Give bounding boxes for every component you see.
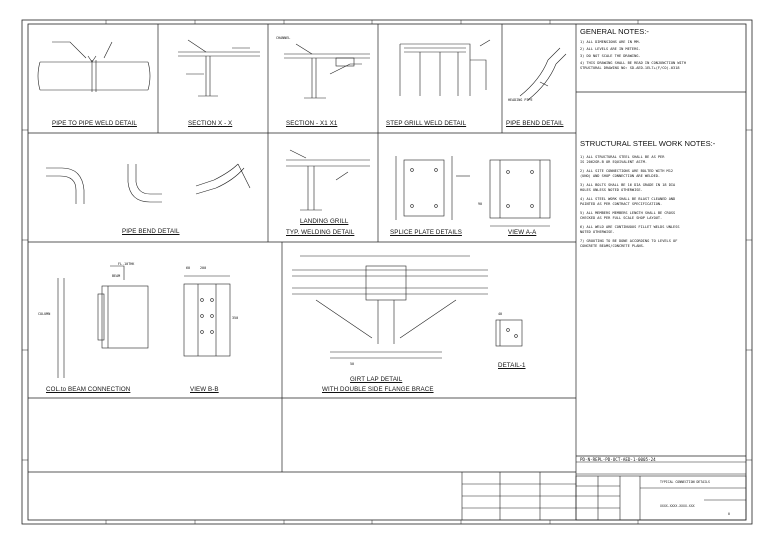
col-beam-drawing xyxy=(57,265,149,378)
drawing-number: XXXX-XXXX-XXXX-XXX xyxy=(660,504,695,508)
steel-notes-title: STRUCTURAL STEEL WORK NOTES:- xyxy=(580,139,716,148)
general-note-1: 1) ALL DIMENSIONS ARE IN MM. xyxy=(580,40,641,44)
panel-grid xyxy=(28,24,746,520)
title-block-lines xyxy=(461,461,747,521)
steel-note-6: HOLES UNLESS NOTED OTHERWISE. xyxy=(580,188,643,192)
drawing-title: TYPICAL CONNECTION DETAILS xyxy=(660,480,710,484)
label-pipe-bend-large: PIPE BEND DETAIL xyxy=(122,228,180,235)
annotation-dim-350: 350 xyxy=(232,316,239,320)
annotation-heading-pipe: HEADING PIPE xyxy=(508,98,533,102)
annotation-dim-60: 60 xyxy=(186,266,191,270)
girt-lap-drawing xyxy=(292,255,488,359)
label-pipe-weld: PIPE TO PIPE WELD DETAIL xyxy=(52,120,137,127)
annotation-flange: FL.10THK xyxy=(118,262,135,266)
revision: 0 xyxy=(728,512,730,516)
steel-note-11: 6) ALL WELD ARE CONTINUOUS FILLET WELDS … xyxy=(580,225,680,229)
annotation-beam: BEAM xyxy=(112,274,121,278)
section-x1x1-drawing xyxy=(284,43,370,99)
annotation-dim-40: 40 xyxy=(498,312,503,316)
steel-note-5: 3) ALL BOLTS SHALL BE 16 DIA GRADE IN 18… xyxy=(580,183,676,187)
label-girt-lap-sub: WITH DOUBLE SIDE FLANGE BRACE xyxy=(322,386,434,393)
steel-note-9: 5) ALL MEMBERS MEMBERS LENGTH SHALL BE C… xyxy=(580,211,676,215)
label-section-xx: SECTION X - X xyxy=(188,120,233,127)
label-landing-grill: LANDING GRILL xyxy=(300,218,349,225)
annotation-column: COLUMN xyxy=(38,312,51,316)
view-aa-drawing xyxy=(489,159,551,227)
general-note-4: 4) THIS DRAWING SHALL BE READ IN CONJUNC… xyxy=(580,61,687,65)
steel-note-10: CHECKED AS PER FULL SCALE SHOP LAYOUT. xyxy=(580,216,663,220)
view-bb-drawing xyxy=(183,275,231,357)
label-pipe-bend-small: PIPE BEND DETAIL xyxy=(506,120,564,127)
annotation-dim-200: 200 xyxy=(200,266,207,270)
label-typ-welding: TYP. WELDING DETAIL xyxy=(286,229,355,236)
steel-note-13: 7) GROUTING TO BE DONE ACCORDING TO LEVE… xyxy=(580,239,678,243)
annotation-dim-50: 50 xyxy=(350,362,355,366)
steel-note-2: IS 2062GR.B OR EQUIVALENT ASTM. xyxy=(580,160,648,164)
step-grill-drawing xyxy=(399,39,491,96)
label-step-grill: STEP GRILL WELD DETAIL xyxy=(386,120,467,127)
label-view-aa: VIEW A-A xyxy=(508,229,537,236)
label-detail-1: DETAIL-1 xyxy=(498,362,526,369)
outer-border xyxy=(21,19,753,525)
label-girt-lap: GIRT LAP DETAIL xyxy=(350,376,403,383)
general-note-5: STRUCTURAL DRAWING NO: SD-AED-1EL7+(F/CO… xyxy=(580,66,680,70)
annotation-channel: CHANNEL xyxy=(276,36,291,40)
pipe-bend-small-drawing xyxy=(519,47,567,101)
annotation-dim-90: 90 xyxy=(478,202,483,206)
steel-note-8: PAINTED AS PER CONTRACT SPECIFICATION. xyxy=(580,202,663,206)
pipe-bend-large-drawing xyxy=(46,163,251,204)
steel-note-1: 1) ALL STRUCTURAL STEEL SHALL BE AS PER xyxy=(580,155,665,159)
landing-grill-drawing xyxy=(286,149,370,211)
steel-note-7: 4) ALL STEEL WORK SHALL BE BLAST CLEANED… xyxy=(580,197,676,201)
steel-note-14: CONCRETE BEAMS/CONCRETE PLANS. xyxy=(580,244,645,248)
general-notes-title: GENERAL NOTES:- xyxy=(580,27,649,36)
label-col-beam: COL.to BEAM CONNECTION xyxy=(46,386,131,393)
steel-note-12: NOTED OTHERWISE. xyxy=(580,230,615,234)
general-note-2: 2) ALL LEVELS ARE IN METERS. xyxy=(580,47,641,51)
steel-note-4: (UNO) AND SHOP CONNECTION ARE WELDED. xyxy=(580,174,661,178)
detail-1-drawing xyxy=(495,319,523,347)
zone-ticks xyxy=(22,20,752,524)
steel-note-3: 2) ALL SITE CONNECTIONS ARE BOLTED WITH … xyxy=(580,169,674,173)
inner-border xyxy=(27,23,747,521)
doc-reference: PD-N-REPL-PD-OCT-AED-1-0005-24 xyxy=(580,457,656,462)
label-view-bb: VIEW B-B xyxy=(190,386,219,393)
splice-plate-drawing xyxy=(395,156,470,220)
general-note-3: 3) DO NOT SCALE THE DRAWING. xyxy=(580,54,641,58)
label-splice-plate: SPLICE PLATE DETAILS xyxy=(390,229,462,236)
section-xx-drawing xyxy=(178,39,260,97)
pipe-weld-drawing xyxy=(37,41,151,92)
label-section-x1x1: SECTION - X1 X1 xyxy=(286,120,338,127)
